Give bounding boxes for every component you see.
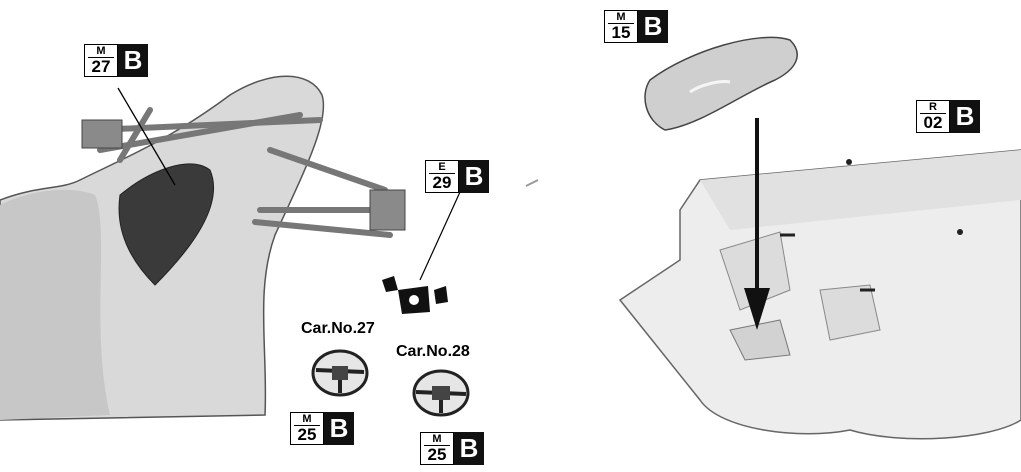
cover-part-m15 <box>645 37 797 130</box>
badge-letter: B <box>324 412 354 445</box>
badge-letter: B <box>454 432 484 465</box>
badge-number: 29 <box>433 174 452 192</box>
badge-number: 25 <box>298 426 317 444</box>
car-27-label: Car.No.27 <box>301 320 375 338</box>
badge-letter: B <box>950 100 980 133</box>
steering-wheel-28 <box>414 371 468 415</box>
small-parts-e29 <box>382 276 448 314</box>
badge-letter: B <box>118 44 148 77</box>
leader-line-e29 <box>420 192 460 280</box>
badge-number: 27 <box>92 58 111 76</box>
floor-panel <box>620 150 1021 439</box>
steering-wheel-27 <box>313 351 367 395</box>
badge-number: 25 <box>428 446 447 464</box>
badge-number: 02 <box>924 114 943 132</box>
badge-number: 15 <box>612 24 631 42</box>
badge-letter: B <box>459 160 489 193</box>
badge-letter: B <box>638 10 668 43</box>
car-28-label: Car.No.28 <box>396 343 470 361</box>
